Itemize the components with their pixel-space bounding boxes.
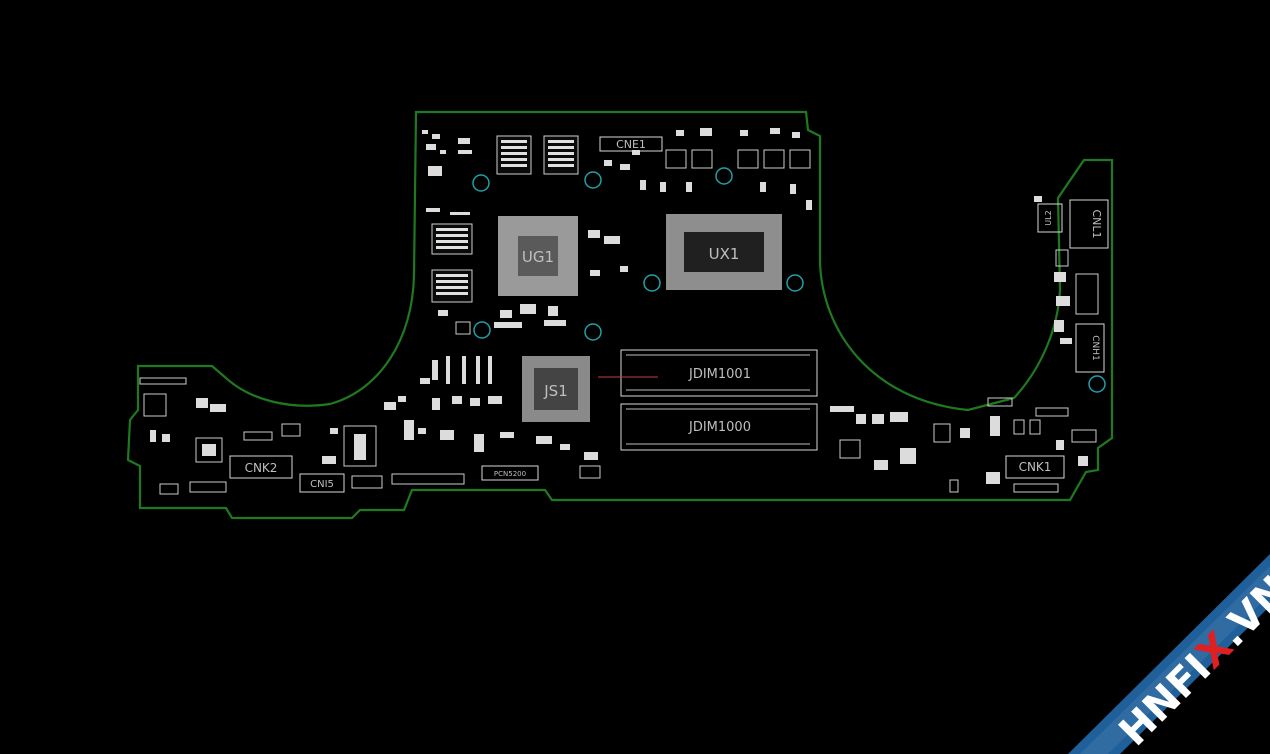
chip-js1: JS1 bbox=[522, 356, 590, 422]
small-components bbox=[139, 128, 1099, 495]
connector-cnh1: CNH1 bbox=[1075, 323, 1105, 373]
mounting-hole bbox=[584, 171, 602, 189]
cni5-label: CNI5 bbox=[310, 479, 334, 490]
mounting-hole bbox=[786, 274, 804, 292]
connector-cnk1: CNK1 bbox=[1005, 455, 1065, 479]
cnk1-label: CNK1 bbox=[1019, 460, 1052, 474]
mounting-hole bbox=[715, 167, 733, 185]
ul2-label: UL2 bbox=[1044, 210, 1053, 225]
watermark-banner: HNFIX.VN bbox=[1068, 554, 1270, 754]
cne1-label: CNE1 bbox=[616, 138, 646, 151]
mounting-holes bbox=[472, 167, 1106, 393]
chip-ug1: UG1 bbox=[498, 216, 578, 296]
mounting-hole bbox=[584, 323, 602, 341]
connector-cne1: CNE1 bbox=[599, 136, 663, 152]
js1-label: JS1 bbox=[543, 382, 568, 400]
mounting-hole bbox=[472, 174, 490, 192]
mounting-hole bbox=[1088, 375, 1106, 393]
chip-ux1: UX1 bbox=[666, 214, 782, 290]
dimm-slot-jdim1000: JDIM1000 bbox=[620, 403, 818, 451]
connector-pcn5200: PCN5200 bbox=[481, 465, 539, 481]
chip-ul2: UL2 bbox=[1037, 203, 1063, 233]
mounting-hole bbox=[473, 321, 491, 339]
connector-cni5: CNI5 bbox=[299, 473, 345, 493]
cnl1-label: CNL1 bbox=[1090, 209, 1103, 238]
watermark-text: HNFIX.VN bbox=[1111, 567, 1270, 754]
pcn5200-label: PCN5200 bbox=[494, 470, 526, 478]
cnh1-label: CNH1 bbox=[1090, 335, 1100, 361]
connector-cnl1: CNL1 bbox=[1069, 199, 1109, 249]
ug1-label: UG1 bbox=[522, 248, 554, 266]
dimm-slot-jdim1001: JDIM1001 bbox=[598, 349, 818, 397]
jdim1000-label: JDIM1000 bbox=[688, 420, 751, 435]
board-outline bbox=[126, 110, 1114, 520]
jdim1001-label: JDIM1001 bbox=[688, 367, 751, 382]
ux1-label: UX1 bbox=[709, 245, 740, 263]
cnk2-label: CNK2 bbox=[245, 461, 278, 475]
vram-chips-left bbox=[431, 223, 473, 303]
vram-chips-top bbox=[496, 135, 579, 175]
mounting-hole bbox=[643, 274, 661, 292]
connector-cnk2: CNK2 bbox=[229, 455, 293, 479]
